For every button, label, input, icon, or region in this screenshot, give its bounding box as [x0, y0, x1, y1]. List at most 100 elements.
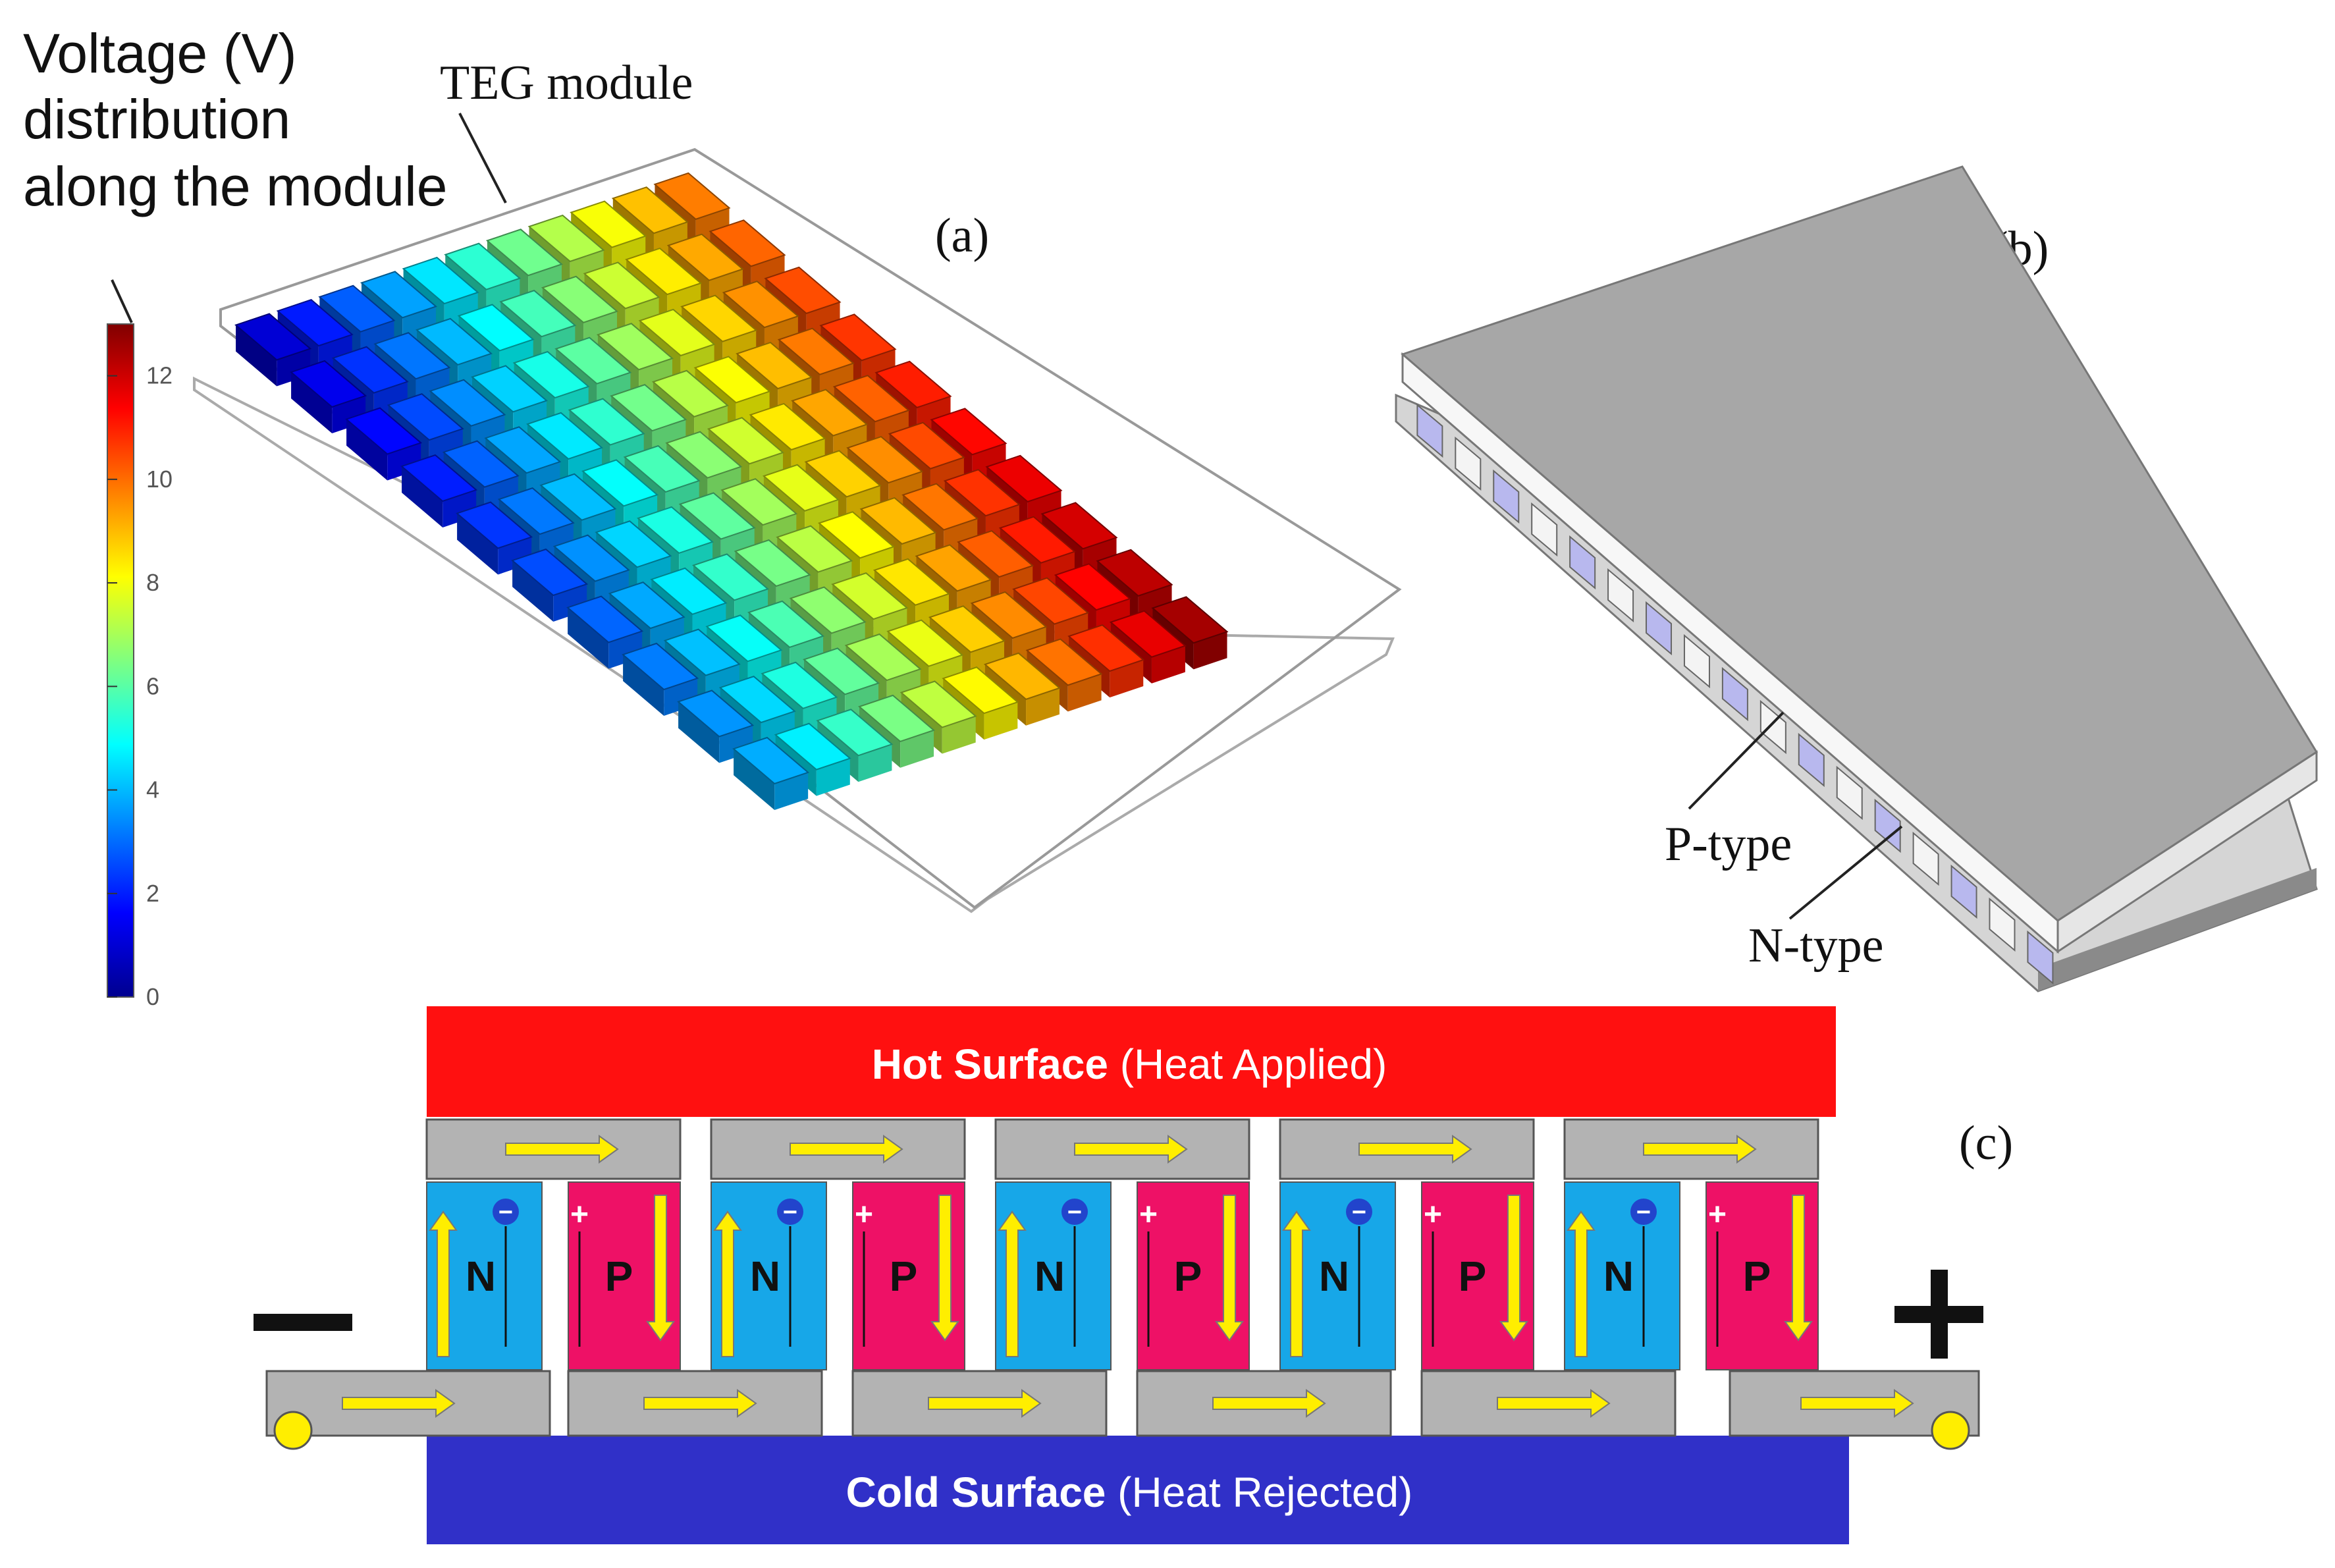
current-arrow: [1282, 1210, 1311, 1357]
block-top: [511, 548, 589, 597]
block-top: [415, 317, 493, 366]
block-top: [831, 572, 909, 620]
block-side: [291, 372, 333, 433]
block-top: [318, 284, 396, 333]
block-top: [804, 450, 882, 498]
heat-flow-arrow: [1497, 1389, 1611, 1418]
hole-charge: +: [855, 1197, 873, 1232]
top-plate: [219, 148, 1402, 909]
block-top: [747, 600, 825, 649]
block-top: [622, 642, 699, 691]
n-type-leg: [1531, 502, 1558, 557]
cold-surface: [427, 1436, 1849, 1544]
teg-module-label: TEG module: [440, 56, 693, 110]
p-leg-label: P: [605, 1253, 633, 1300]
thermoelement-legs: [1416, 403, 2054, 985]
current-arrow: [1499, 1195, 1528, 1341]
electron-symbol: [1346, 1199, 1372, 1225]
block-top: [985, 454, 1063, 502]
n-type-leader: [1788, 825, 1903, 920]
p-type-leg: [2027, 930, 2054, 985]
electron-charge: −: [498, 1199, 513, 1226]
heat-flow-arrow: [1800, 1389, 1914, 1418]
block-top: [623, 445, 701, 493]
block-top: [1096, 549, 1173, 597]
p-leg-label: P: [1174, 1253, 1202, 1300]
block-front: [774, 772, 809, 810]
colorbar-tick-label: 4: [146, 776, 159, 803]
block-top: [566, 595, 644, 643]
block-top: [484, 426, 562, 474]
n-type-leg: [1607, 568, 1634, 623]
p-type-leg: [1721, 666, 1748, 722]
panel-b: (b) P-type N-type: [1395, 165, 2319, 992]
colorbar-leader-line: [111, 279, 133, 323]
current-arrow: [998, 1210, 1027, 1357]
p-leg-label: P: [1743, 1253, 1771, 1300]
panel-c: (c) Hot Surface (Heat Applied) Cold Surf…: [254, 1006, 2013, 1544]
p-type-leg: [1874, 798, 1901, 853]
block-top: [888, 421, 965, 470]
p-type-leg: [1416, 403, 1443, 458]
block-side: [402, 466, 443, 527]
heat-flow-arrow: [342, 1389, 456, 1418]
hot-surface-label: Hot Surface (Heat Applied): [872, 1041, 1387, 1088]
block-top: [568, 398, 645, 446]
block-top: [331, 346, 409, 394]
positive-terminal: [1931, 1411, 1970, 1450]
block-top: [970, 591, 1048, 639]
hole-charge: +: [1139, 1197, 1158, 1232]
block-side: [568, 607, 609, 669]
block-top: [832, 375, 910, 423]
block-front: [1151, 645, 1185, 684]
block-top: [859, 497, 937, 545]
panel-c-label: (c): [1959, 1116, 2013, 1170]
colorbar-tick-label: 8: [146, 569, 159, 596]
block-top: [345, 407, 423, 455]
electron-charge: −: [1636, 1199, 1651, 1226]
current-arrow: [930, 1195, 959, 1341]
block-top: [872, 558, 950, 606]
voltage-title-line-1: Voltage (V): [23, 22, 297, 84]
colorbar-tick-label: 10: [146, 466, 173, 493]
block-top: [583, 261, 660, 310]
electron-symbol: [777, 1199, 803, 1225]
block-top: [373, 332, 451, 380]
block-top: [942, 666, 1019, 715]
n-type-leg: [1912, 831, 1939, 886]
block-top: [581, 459, 659, 507]
block-side: [512, 560, 554, 622]
electron-charge: −: [1352, 1199, 1366, 1226]
current-arrow: [429, 1210, 458, 1357]
heat-flow-arrow: [505, 1135, 619, 1164]
block-top: [608, 581, 685, 630]
block-top: [1025, 638, 1103, 686]
p-type-leg: [1798, 732, 1825, 788]
heat-flow-arrow: [1212, 1389, 1326, 1418]
block-top: [762, 464, 840, 512]
block-top: [663, 628, 741, 676]
current-arrow: [1784, 1195, 1813, 1341]
block-top: [678, 492, 756, 540]
n-type-label: N-type: [1748, 919, 1884, 973]
current-arrow: [713, 1210, 742, 1357]
block-top: [707, 417, 784, 465]
block-top: [857, 694, 936, 743]
lower-plate-edge: [2038, 868, 2317, 991]
block-top: [290, 360, 367, 408]
block-top: [276, 299, 354, 347]
block-top: [930, 408, 1007, 456]
block-top: [1151, 596, 1229, 644]
block-top: [1109, 610, 1187, 658]
block-side: [678, 701, 720, 763]
block-top: [722, 281, 799, 329]
n-type-leg: [1759, 699, 1786, 755]
block-top: [764, 266, 842, 314]
block-top: [928, 605, 1006, 653]
block-top: [816, 709, 894, 757]
block-front: [1067, 674, 1102, 712]
hole-charge: +: [1708, 1197, 1727, 1232]
thermocouple-pairs: N−P+N−P+N−P+N−P+N−P+: [342, 1118, 1914, 1437]
block-top: [457, 304, 535, 352]
block-top: [387, 393, 464, 441]
